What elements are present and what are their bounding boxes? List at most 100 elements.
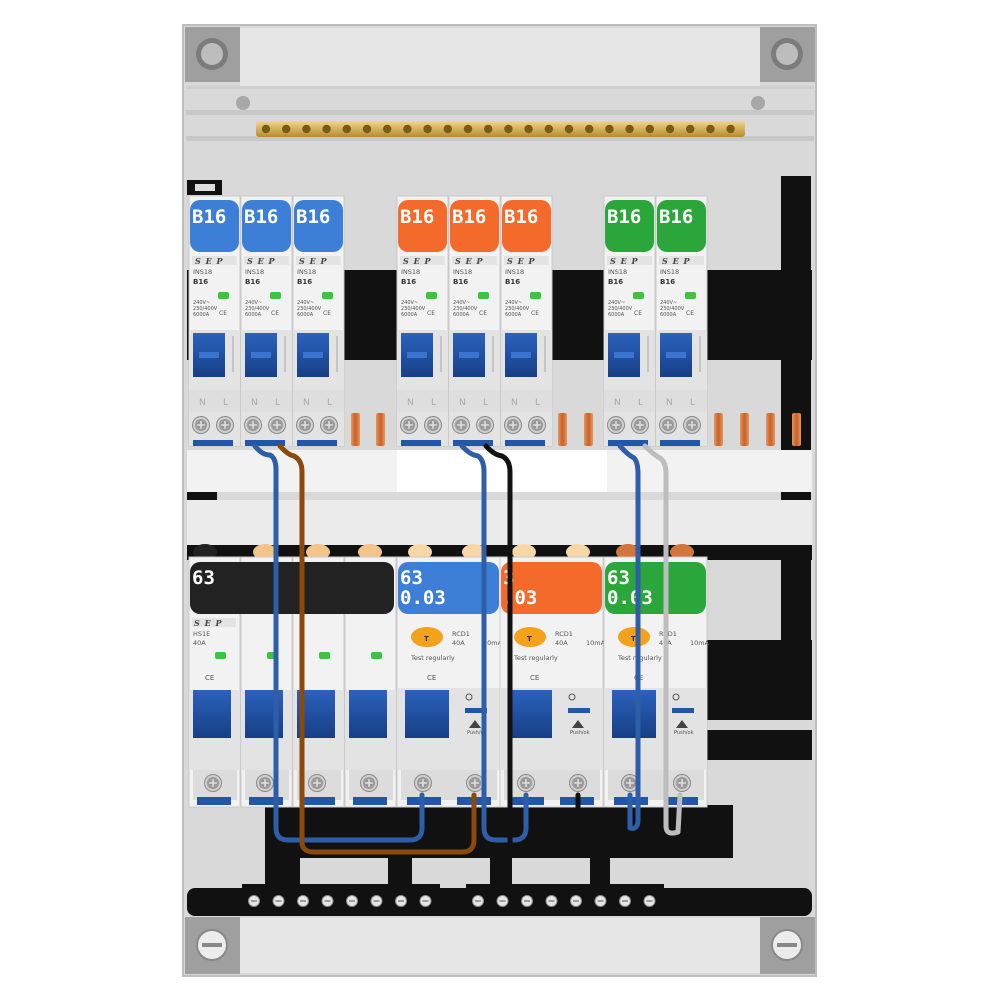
busbar-hole-icon: [625, 124, 634, 134]
mcb-rating-label: B16: [244, 206, 278, 228]
terminal-screw-icon: [658, 415, 678, 435]
mcb-spec-rating: B16: [608, 278, 623, 286]
terminal-cap: [462, 544, 486, 560]
terminal-screw-icon: [319, 415, 339, 435]
spec-line: 240V~: [401, 300, 418, 306]
terminal-screw-icon: [359, 773, 379, 793]
toggle-switch[interactable]: [508, 690, 552, 738]
busbar-hole-icon: [322, 124, 331, 134]
test-button[interactable]: [411, 627, 443, 647]
terminal-screw-icon: [267, 415, 287, 435]
spec-line: 230/400V: [245, 306, 270, 312]
push-arrow-icon: [676, 720, 688, 728]
status-led-icon: [322, 292, 333, 299]
test-button-label: T: [424, 635, 429, 643]
mcb-model-label: INS18: [505, 268, 524, 276]
mounting-hole-icon: [236, 96, 250, 110]
terminal-screw-icon: [247, 894, 261, 908]
test-button[interactable]: [514, 627, 546, 647]
busbar-hole-icon: [544, 124, 553, 134]
mcb-spec-rating: B16: [453, 278, 468, 286]
busbar-hole-icon: [504, 124, 513, 134]
terminal-screw-icon: [255, 773, 275, 793]
status-led-icon: [426, 292, 437, 299]
rcd-sensitivity: 10mA: [690, 639, 710, 647]
earth-terminal-bar: [466, 884, 664, 914]
spec-line: 230/400V: [193, 306, 218, 312]
mcb-rating-label: B16: [659, 206, 693, 228]
rcd-rating: 40A: [555, 639, 568, 647]
spec-line: 230/400V: [297, 306, 322, 312]
mcb-model-label: INS18: [245, 268, 264, 276]
mcb-spec-rating: B16: [505, 278, 520, 286]
terminal-screw-icon: [672, 773, 692, 793]
terminal-cap: [566, 544, 590, 560]
terminal-label-n: N: [614, 398, 621, 408]
busbar-hole-icon: [282, 124, 291, 134]
busbar-hole-icon: [524, 124, 533, 134]
ce-mark: CE: [271, 310, 279, 317]
spec-line: 230/400V: [608, 306, 633, 312]
mcb-rating-label: B16: [296, 206, 330, 228]
test-button[interactable]: [618, 627, 650, 647]
terminal-screw-icon: [569, 894, 583, 908]
busbar-hole-icon: [645, 124, 654, 134]
busbar-hole-icon: [585, 124, 594, 134]
mcb-model-label: INS18: [608, 268, 627, 276]
terminal-cap: [306, 544, 330, 560]
terminal-label-l: L: [431, 398, 436, 408]
busbar-hole-icon: [383, 124, 392, 134]
terminal-label-l: L: [638, 398, 643, 408]
toggle-switch[interactable]: [612, 690, 656, 738]
mcb-model-label: INS18: [660, 268, 679, 276]
mcb-rating-label: B16: [400, 206, 434, 228]
status-led-icon: [633, 292, 644, 299]
ce-mark: CE: [219, 310, 227, 317]
busbar-hole-icon: [403, 124, 412, 134]
terminal-screw-icon: [475, 415, 495, 435]
toggle-switch[interactable]: [193, 690, 231, 738]
mcb-spec-rating: B16: [401, 278, 416, 286]
terminal-screw-icon: [321, 894, 334, 908]
corner-screw-icon: [185, 27, 240, 82]
terminal-cap: [408, 544, 432, 560]
busbar-hole-icon: [423, 124, 432, 134]
wire-blue-2: [459, 443, 529, 843]
mcb-spec-rating: B16: [193, 278, 208, 286]
main-switch-model: HS1E: [193, 630, 210, 638]
test-regularly-label: Test regularly: [513, 654, 558, 662]
toggle-switch[interactable]: [405, 690, 449, 738]
push-label: Push/ok: [674, 730, 694, 736]
rcd-sensitivity: 10mA: [483, 639, 503, 647]
wire-blue-3: [617, 443, 641, 831]
brand-logo: S E P: [403, 256, 431, 266]
terminal-screw-icon: [471, 894, 485, 908]
mcb-spec-rating: B16: [297, 278, 312, 286]
busbar-hole-icon: [564, 124, 574, 134]
test-regularly-label: Test regularly: [410, 654, 455, 662]
terminal-screw-icon: [618, 894, 632, 908]
terminal-screw-icon: [527, 415, 547, 435]
status-led-icon: [530, 292, 541, 299]
spec-line: 240V~: [505, 300, 522, 306]
busbar-pin: [376, 413, 385, 446]
terminal-label-n: N: [666, 398, 673, 408]
toggle-switch[interactable]: [349, 690, 387, 738]
terminal-screw-icon: [545, 894, 558, 908]
mcb-model-label: INS18: [193, 268, 212, 276]
terminal-screw-icon: [630, 415, 650, 435]
mcb-spec-rating: B16: [660, 278, 675, 286]
push-label: Push/ok: [467, 730, 487, 736]
